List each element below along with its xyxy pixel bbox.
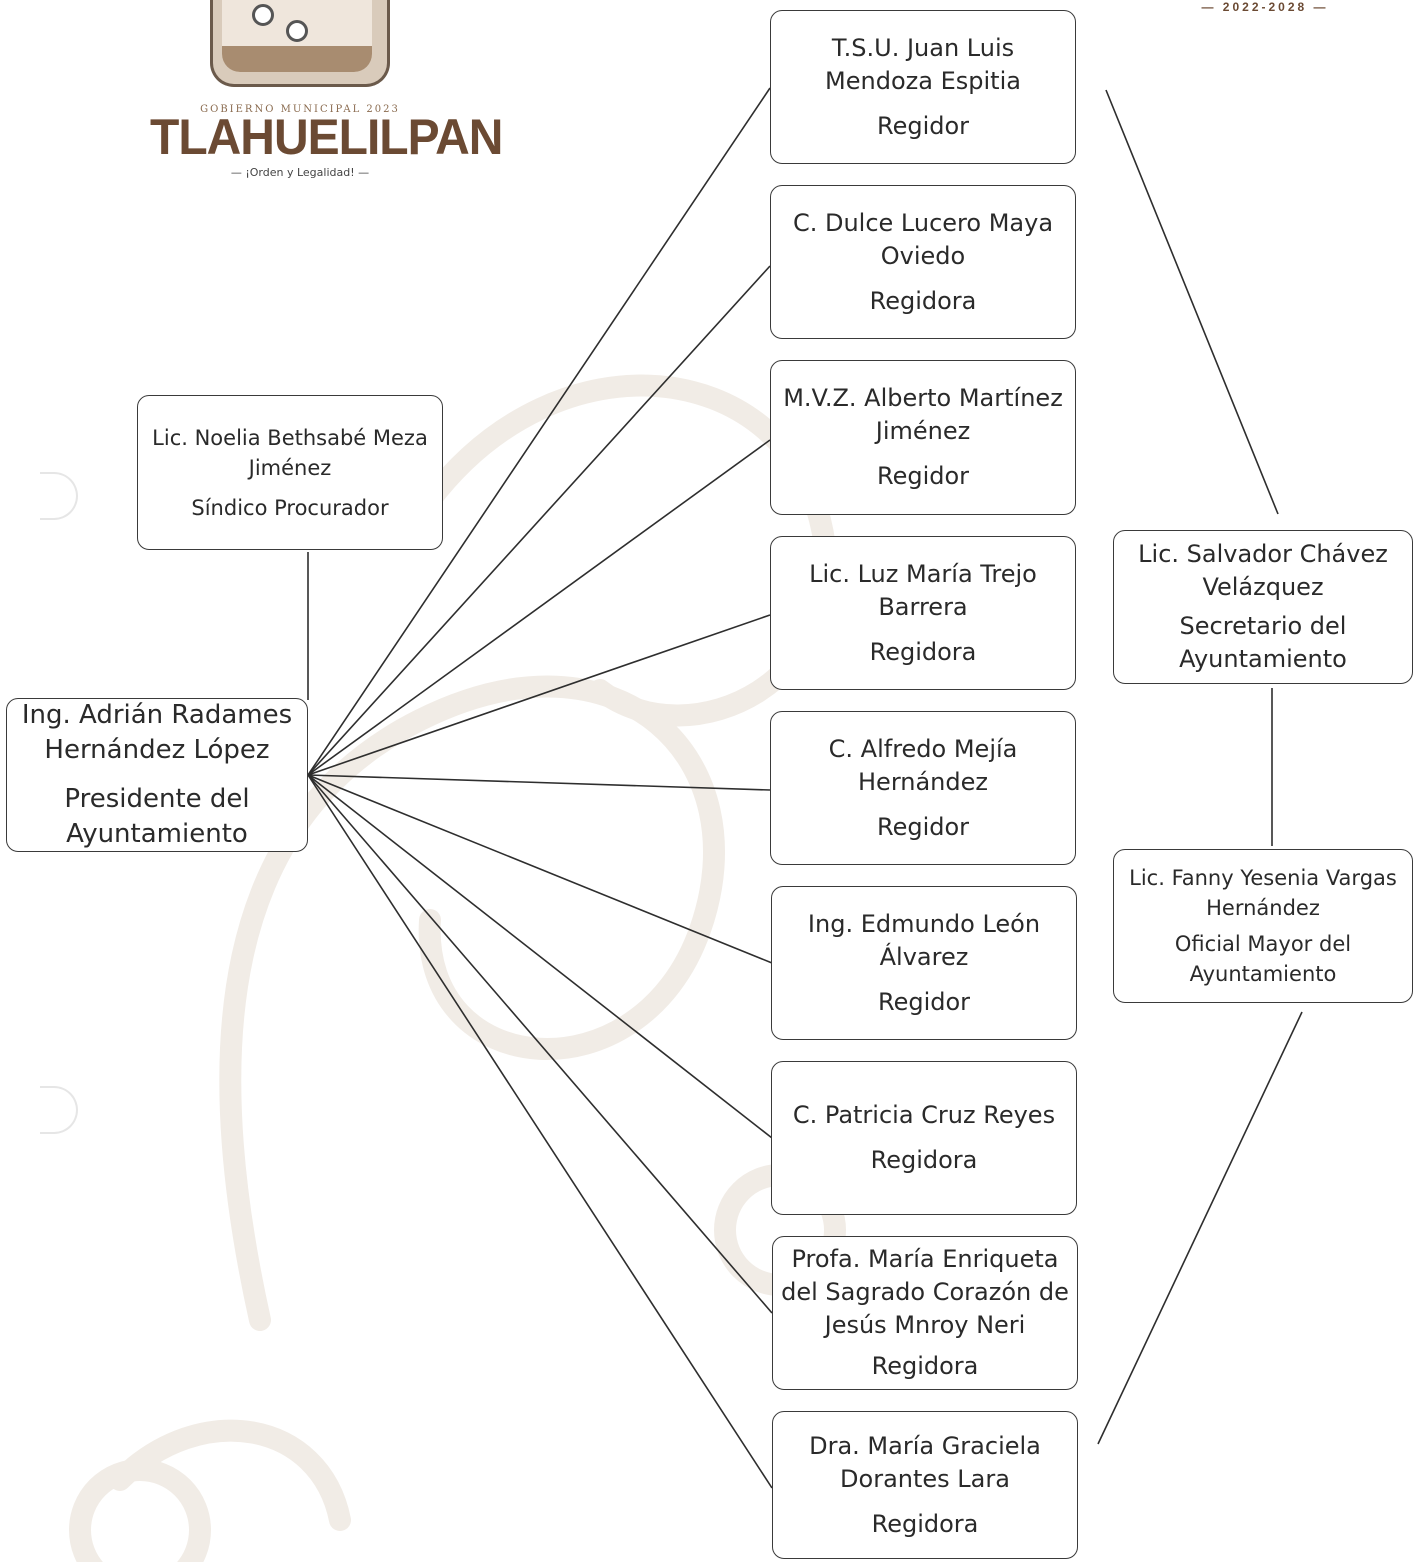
regidor-box: C. Patricia Cruz Reyes Regidora [771, 1061, 1077, 1215]
regidor-role: Regidor [877, 987, 971, 1016]
regidor-role: Regidora [870, 1146, 978, 1174]
regidor-box: Lic. Luz María Trejo Barrera Regidora [770, 536, 1076, 690]
connector-line [307, 774, 773, 1489]
logo-tagline-text: ¡Orden y Legalidad! [245, 166, 355, 179]
logo-emblem-ground [222, 46, 372, 72]
connector-line [307, 774, 773, 1139]
punch-hole [40, 1086, 78, 1134]
connector-line [307, 87, 771, 776]
connector-line [1097, 1011, 1303, 1445]
oficial-mayor-name: Lic. Fanny Yesenia Vargas Hernández [1129, 866, 1397, 920]
sindico-role: Síndico Procurador [191, 495, 389, 520]
regidor-role: Regidor [876, 812, 970, 841]
wheel-icon [252, 4, 274, 26]
regidor-role: Regidora [871, 1352, 979, 1380]
secretario-name: Lic. Salvador Chávez Velázquez [1138, 540, 1388, 601]
regidor-name: Dra. María Graciela Dorantes Lara [809, 1431, 1041, 1493]
regidor-box: T.S.U. Juan Luis Mendoza Espitia Regidor [770, 10, 1076, 164]
logo-name: TLAHUELILPAN [150, 109, 503, 166]
regidor-role: Regidora [869, 286, 977, 315]
regidor-name: M.V.Z. Alberto Martínez Jiménez [783, 384, 1063, 445]
punch-hole [40, 472, 78, 520]
connector-line [1105, 89, 1279, 515]
sindico-name: Lic. Noelia Bethsabé Meza Jiménez [152, 425, 428, 480]
president-box: Ing. Adrián Radames Hernández López Pres… [6, 698, 308, 852]
president-role: Presidente del Ayuntamiento [64, 784, 250, 849]
president-name: Ing. Adrián Radames Hernández López [21, 700, 293, 765]
regidor-box: M.V.Z. Alberto Martínez Jiménez Regidor [770, 360, 1076, 515]
regidor-box: C. Dulce Lucero Maya Oviedo Regidora [770, 185, 1076, 339]
wheel-icon [286, 20, 308, 42]
regidor-box: C. Alfredo Mejía Hernández Regidor [770, 711, 1076, 865]
connector-line [307, 774, 773, 1314]
connector-line [307, 265, 771, 776]
regidor-name: Profa. María Enriqueta del Sagrado Coraz… [781, 1245, 1069, 1339]
logo-tagline: — ¡Orden y Legalidad! — [230, 166, 370, 179]
regidor-role: Regidor [876, 111, 970, 140]
connector-line [307, 614, 771, 776]
regidor-name: C. Alfredo Mejía Hernández [828, 734, 1018, 796]
logo-top-line: GOBIERNO MUNICIPAL 2023 [200, 104, 400, 115]
secretario-box: Lic. Salvador Chávez Velázquez Secretari… [1113, 530, 1413, 684]
regidor-role: Regidora [871, 1509, 979, 1538]
regidor-box: Dra. María Graciela Dorantes Lara Regido… [772, 1411, 1078, 1559]
regidor-name: C. Dulce Lucero Maya Oviedo [792, 208, 1054, 270]
administration-years: — 2022-2028 — [1201, 0, 1329, 14]
sindico-box: Lic. Noelia Bethsabé Meza Jiménez Síndic… [137, 395, 443, 550]
oficial-mayor-role: Oficial Mayor del Ayuntamiento [1174, 932, 1352, 986]
regidor-box: Ing. Edmundo León Álvarez Regidor [771, 886, 1077, 1040]
connector-line [307, 439, 771, 776]
oficial-mayor-box: Lic. Fanny Yesenia Vargas Hernández Ofic… [1113, 849, 1413, 1003]
regidor-name: T.S.U. Juan Luis Mendoza Espitia [825, 33, 1021, 95]
connector-line [307, 774, 771, 791]
regidor-name: C. Patricia Cruz Reyes [792, 1101, 1056, 1129]
regidor-role: Regidor [876, 462, 970, 490]
regidor-role: Regidora [869, 637, 977, 666]
regidor-name: Ing. Edmundo León Álvarez [807, 909, 1041, 971]
municipal-logo: GOBIERNO MUNICIPAL 2023 TLAHUELILPAN — ¡… [150, 0, 503, 190]
regidor-box: Profa. María Enriqueta del Sagrado Coraz… [772, 1236, 1078, 1390]
connector-line [307, 774, 773, 964]
secretario-role: Secretario del Ayuntamiento [1179, 612, 1347, 673]
regidor-name: Lic. Luz María Trejo Barrera [809, 559, 1037, 621]
years-text: 2022-2028 [1222, 0, 1308, 14]
